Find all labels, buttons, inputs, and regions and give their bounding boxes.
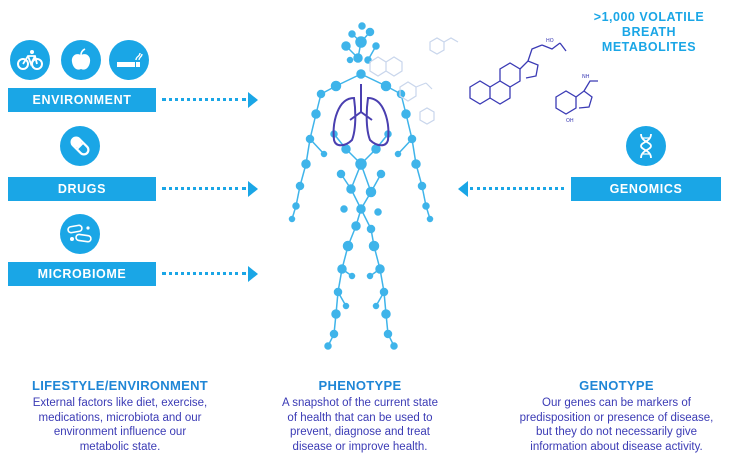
- cigarette-icon: [117, 52, 143, 67]
- pill-icon-circle: [60, 126, 100, 166]
- phenotype-description: A snapshot of the current state of healt…: [255, 396, 465, 454]
- environment-arrow-head: [248, 92, 258, 108]
- genotype-line: but they do not necessarily give: [535, 426, 698, 438]
- lungs-icon: [332, 84, 390, 147]
- genotype-line: information about disease activity.: [530, 440, 703, 453]
- metabolite-structures: HO NH OH: [369, 37, 598, 125]
- genomics-arrow-line: [470, 187, 564, 190]
- pill-icon: [70, 136, 90, 156]
- phenotype-line: A snapshot of the current state: [282, 397, 438, 409]
- dna-icon-circle: [626, 126, 666, 166]
- metabolites-line1: >1,000 VOLATILE: [593, 10, 705, 24]
- lifestyle-line: metabolic state.: [79, 440, 161, 453]
- metabolites-line2: BREATH: [621, 25, 677, 39]
- bicycle-icon-circle: [10, 40, 50, 80]
- microbiome-label: MICROBIOME: [37, 267, 127, 281]
- dna-icon: [640, 133, 652, 159]
- genomics-arrow-head: [458, 181, 468, 197]
- apple-icon: [71, 48, 91, 70]
- drugs-label: DRUGS: [57, 182, 107, 196]
- phenotype-line: of health that can be used to: [287, 411, 433, 424]
- environment-banner: ENVIRONMENT: [8, 88, 156, 112]
- microbiome-arrow-line: [162, 272, 246, 275]
- environment-arrow-line: [162, 98, 246, 101]
- phenotype-line: prevent, diagnose and treat: [289, 426, 431, 438]
- lifestyle-line: External factors like diet, exercise,: [32, 397, 208, 409]
- svg-text:OH: OH: [566, 118, 574, 124]
- genomics-label: GENOMICS: [609, 182, 683, 196]
- genotype-line: predisposition or presence of disease,: [519, 411, 714, 424]
- svg-text:HO: HO: [546, 38, 554, 44]
- lifestyle-line: medications, microbiota and our: [38, 411, 202, 424]
- lifestyle-line: environment influence our: [53, 426, 187, 438]
- genomics-banner: GENOMICS: [571, 177, 721, 201]
- genotype-line: Our genes can be markers of: [542, 397, 691, 409]
- drugs-banner: DRUGS: [8, 177, 156, 201]
- phenotype-line: disease or improve health.: [292, 440, 428, 453]
- environment-label: ENVIRONMENT: [32, 93, 132, 107]
- apple-icon-circle: [61, 40, 101, 80]
- bacteria-icon-circle: [60, 214, 100, 254]
- drugs-arrow-head: [248, 181, 258, 197]
- svg-text:NH: NH: [582, 74, 590, 80]
- phenotype-title: PHENOTYPE: [318, 378, 402, 393]
- cigarette-icon-circle: [109, 40, 149, 80]
- lifestyle-description: External factors like diet, exercise, me…: [0, 396, 240, 454]
- human-molecule-figure: [288, 22, 434, 350]
- genotype-description: Our genes can be markers of predispositi…: [498, 396, 735, 454]
- bicycle-icon: [17, 50, 43, 70]
- metabolites-line3: METABOLITES: [601, 40, 697, 54]
- genotype-title: GENOTYPE: [579, 378, 654, 393]
- drugs-arrow-line: [162, 187, 246, 190]
- lifestyle-title: LIFESTYLE/ENVIRONMENT: [31, 378, 209, 393]
- microbiome-arrow-head: [248, 266, 258, 282]
- metabolites-heading: >1,000 VOLATILE BREATH METABOLITES: [574, 10, 724, 55]
- microbiome-banner: MICROBIOME: [8, 262, 156, 286]
- bacteria-icon: [67, 224, 92, 243]
